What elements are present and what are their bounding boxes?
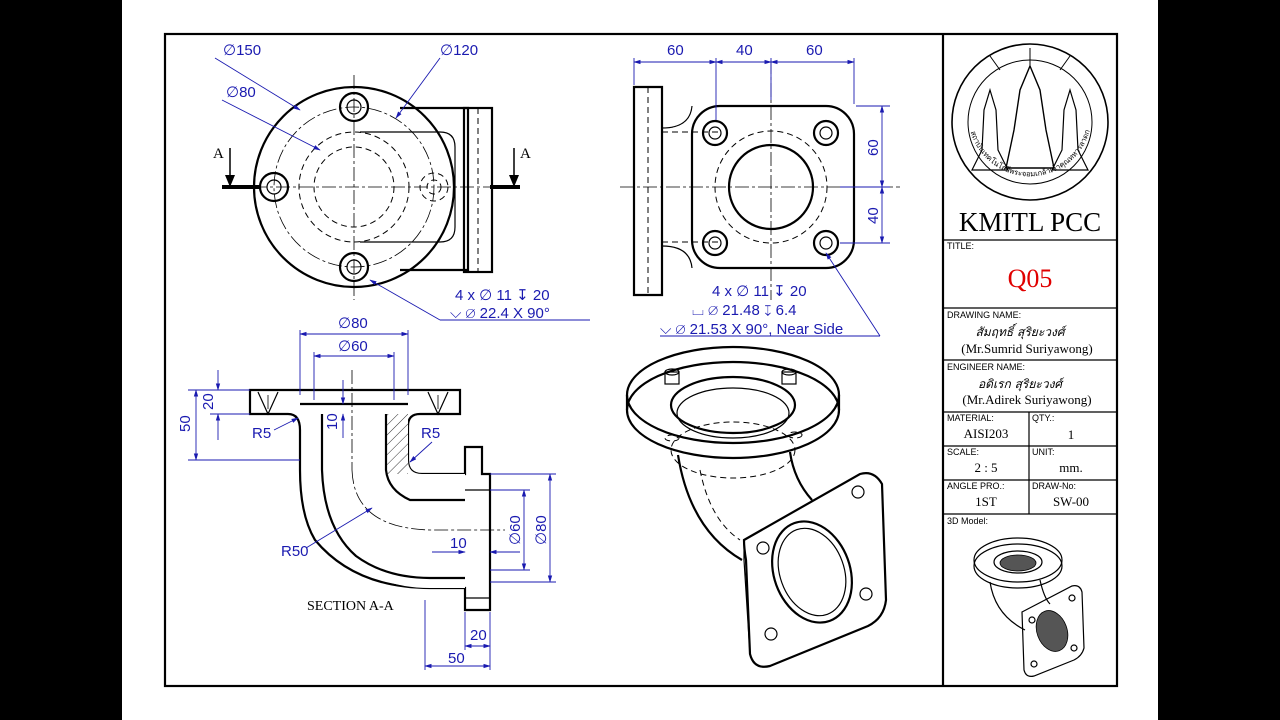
svg-text:สถาบันเทคโนโลยีพระจอมเกล้าเจ้า: สถาบันเทคโนโลยีพระจอมเกล้าเจ้าคุณทหารลาด… — [122, 0, 1092, 178]
unit-label: UNIT: — [1032, 447, 1055, 457]
drawer-name: (Mr.Sumrid Suriyawong) — [961, 341, 1092, 356]
hole-note-1: 4 x ∅ 11 ↧ 20 — [455, 287, 550, 304]
isometric-view — [625, 345, 888, 668]
sec-dim-r5-right: R5 — [421, 425, 440, 442]
section-mark-right: A — [520, 146, 531, 162]
dim-40: 40 — [736, 42, 753, 59]
sec-dim-d60: ∅60 — [338, 338, 368, 355]
square-bolt-holes — [701, 119, 840, 257]
drawno-value: SW-00 — [1053, 494, 1089, 509]
kmitl-seal: สถาบันเทคโนโลยีพระจอมเกล้าเจ้าคุณทหารลาด… — [122, 0, 1109, 201]
dim-d120: ∅120 — [440, 42, 478, 59]
elbow-section-outline — [248, 388, 492, 612]
sec-dim-10: 10 — [324, 413, 341, 430]
scale-value: 2 : 5 — [974, 460, 997, 475]
scale-label: SCALE: — [947, 447, 979, 457]
side-note-3: ⌵ ∅ 21.53 X 90°, Near Side — [660, 321, 843, 338]
dim-v40: 40 — [865, 207, 882, 224]
model-label: 3D Model: — [947, 516, 988, 526]
angle-label: ANGLE PRO.: — [947, 481, 1005, 491]
drawing-name-label: DRAWING NAME: — [947, 310, 1021, 320]
section-label: SECTION A-A — [307, 599, 395, 614]
sec-dim-r50: R50 — [281, 543, 309, 560]
sec-dim-50-bottom: 50 — [448, 650, 465, 667]
qty-value: 1 — [1068, 427, 1075, 442]
sec-dim-50: 50 — [177, 415, 194, 432]
section-mark-left: A — [213, 146, 224, 162]
dim-60-left: 60 — [667, 42, 684, 59]
qty-label: QTY.: — [1032, 413, 1054, 423]
engineer-name: (Mr.Adirek Suriyawong) — [962, 392, 1091, 407]
engineer-label: ENGINEER NAME: — [947, 362, 1025, 372]
dim-60-right: 60 — [806, 42, 823, 59]
hole-note-2: ⌵ ∅ 22.4 X 90° — [450, 305, 550, 322]
sec-dim-20: 20 — [200, 393, 217, 410]
side-note-1: 4 x ∅ 11 ↧ 20 — [712, 283, 807, 300]
sec-dim-vd60: ∅60 — [507, 515, 524, 545]
dim-v60: 60 — [865, 139, 882, 156]
material-value: AISI203 — [964, 426, 1009, 441]
title-label: TITLE: — [947, 241, 974, 251]
material-label: MATERIAL: — [947, 413, 994, 423]
sec-dim-10-flange: 10 — [450, 535, 467, 552]
side-view: 60 40 60 60 40 4 x ∅ 11 ↧ 20 ⌴ ∅ 21.48 ↧… — [620, 42, 900, 338]
drawno-label: DRAW-No: — [1032, 481, 1076, 491]
elbow-body-outline — [400, 106, 470, 272]
drawing-sheet: A A ∅150 ∅120 ∅80 4 x ∅ 11 ↧ 20 ⌵ ∅ 22.4… — [122, 0, 1158, 720]
engineer-signature: อดิเรก สุริยะวงศ์ — [978, 377, 1065, 392]
unit-value: mm. — [1059, 460, 1082, 475]
sec-dim-r5-left: R5 — [252, 425, 271, 442]
sec-dim-vd80: ∅80 — [533, 515, 550, 545]
flange-side-profile — [632, 85, 664, 297]
dim-d80: ∅80 — [226, 84, 256, 101]
section-view: ∅80 ∅60 50 20 10 R5 R5 R50 10 ∅60 ∅80 — [177, 315, 556, 670]
top-view: A A ∅150 ∅120 ∅80 4 x ∅ 11 ↧ 20 ⌵ ∅ 22.4… — [213, 42, 590, 322]
drawing-title: Q05 — [1008, 264, 1053, 293]
dim-d150: ∅150 — [223, 42, 261, 59]
angle-value: 1ST — [975, 494, 997, 509]
seal-text: สถาบันเทคโนโลยีพระจอมเกล้าเจ้าคุณทหารลาด… — [122, 0, 1092, 178]
sec-dim-d80: ∅80 — [338, 315, 368, 332]
technical-drawing: A A ∅150 ∅120 ∅80 4 x ∅ 11 ↧ 20 ⌵ ∅ 22.4… — [122, 0, 1119, 688]
sec-dim-20-bottom: 20 — [470, 627, 487, 644]
model-thumbnail — [973, 537, 1085, 677]
side-note-2: ⌴ ∅ 21.48 ↧ 6.4 — [692, 302, 797, 319]
title-block: สถาบันเทคโนโลยีพระจอมเกล้าเจ้าคุณทหารลาด… — [122, 0, 1117, 677]
drawer-signature: สัมฤทธิ์ สุริยะวงศ์ — [975, 323, 1067, 340]
company-name: KMITL PCC — [959, 207, 1101, 237]
iso-square-flange — [742, 472, 888, 668]
